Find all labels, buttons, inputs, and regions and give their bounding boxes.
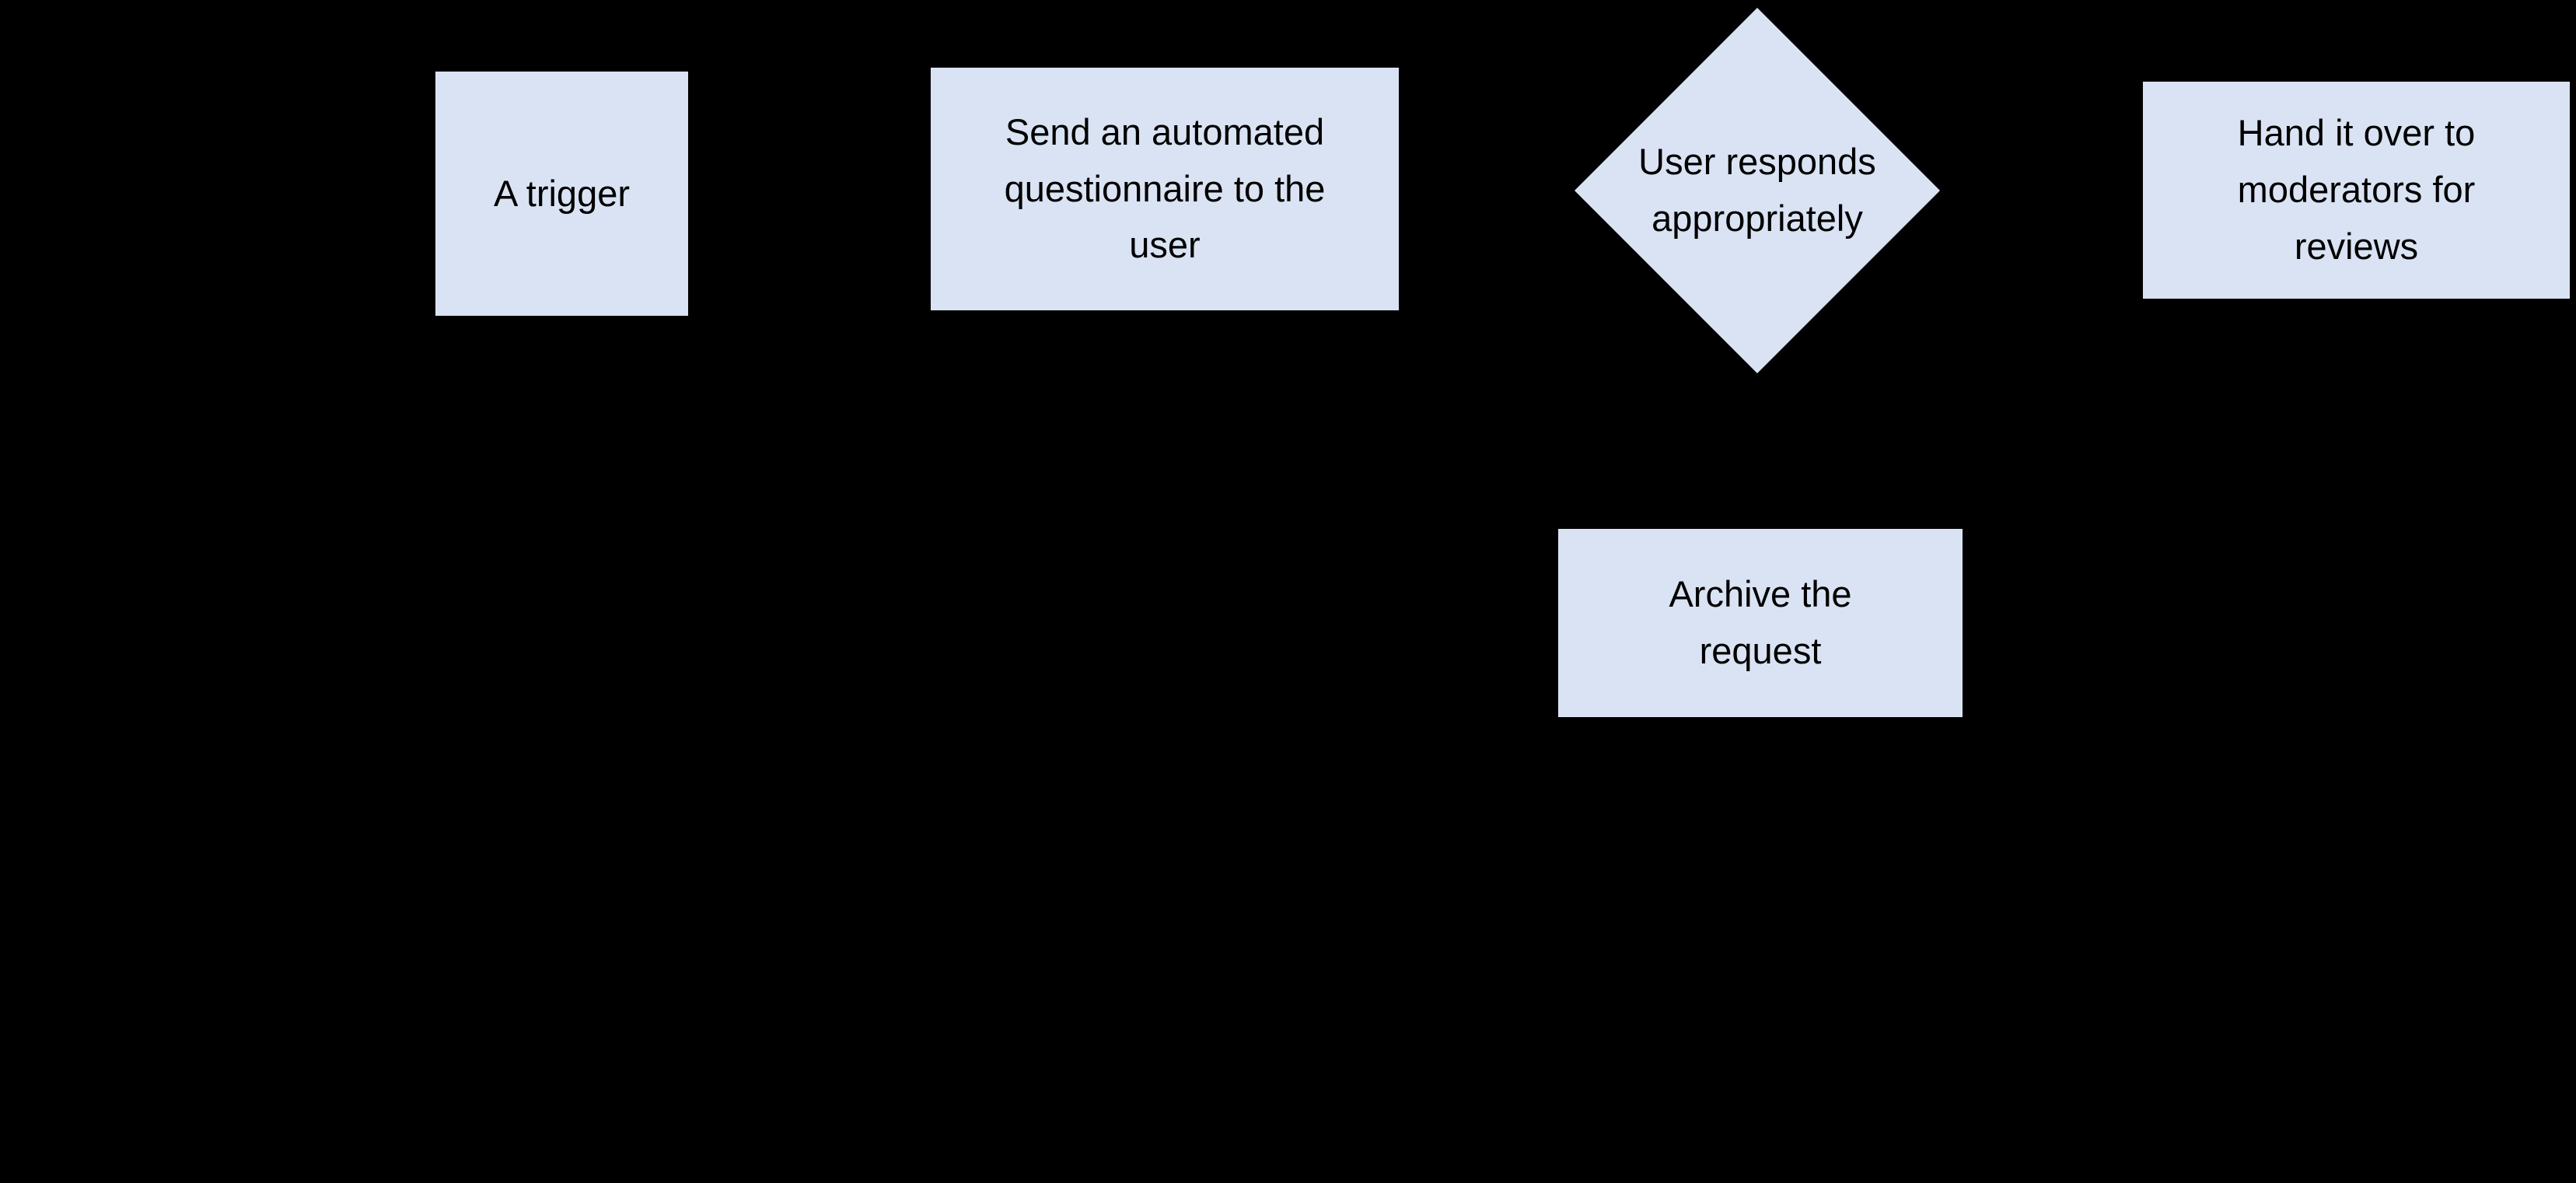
- node-send-questionnaire-label: Send an automated questionnaire to the u…: [1004, 110, 1326, 266]
- node-decision-label: User responds appropriately: [1638, 141, 1876, 239]
- node-decision-user-responds: User responds appropriately: [1575, 8, 1940, 373]
- node-archive-label: Archive the request: [1669, 573, 1852, 671]
- node-trigger-label: A trigger: [493, 172, 631, 214]
- node-handover-label: Hand it over to moderators for reviews: [2237, 112, 2476, 267]
- node-handover-moderators: Hand it over to moderators for reviews: [2143, 82, 2570, 299]
- node-send-questionnaire: Send an automated questionnaire to the u…: [931, 68, 1399, 310]
- node-archive-request: Archive the request: [1558, 529, 1963, 717]
- node-trigger: A trigger: [435, 72, 688, 316]
